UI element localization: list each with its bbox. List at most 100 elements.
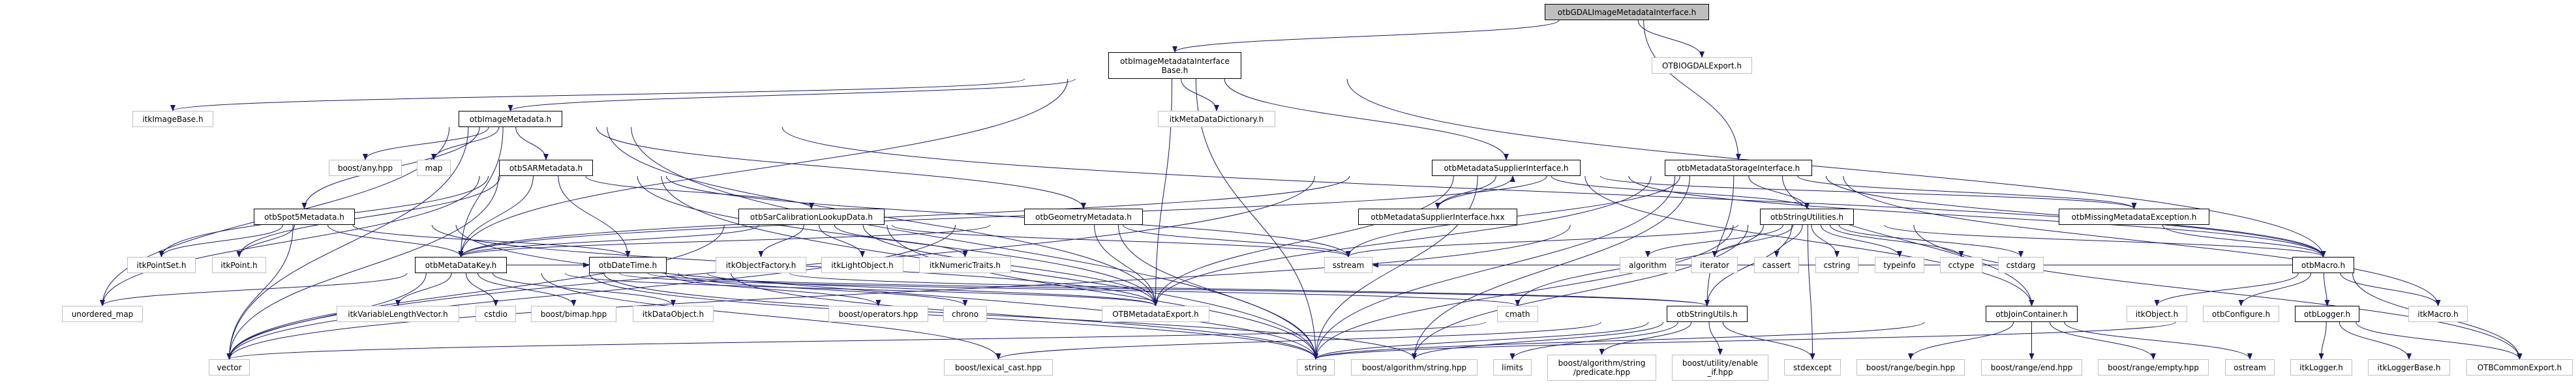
external-header-node: boost/range/end.hpp xyxy=(1981,359,2082,376)
file-node-link[interactable]: otbImageMetadata.h xyxy=(459,111,562,127)
include-edge xyxy=(585,175,814,209)
include-edge xyxy=(1820,224,1902,258)
file-node-label: otbMetaDataKey.h xyxy=(425,260,497,270)
file-node-label: boost/range/end.hpp xyxy=(1990,362,2073,372)
file-node-label: OTBIOGDALExport.h xyxy=(1662,61,1742,70)
file-node-link[interactable]: otbSpot5Metadata.h xyxy=(254,209,355,225)
file-node-link[interactable]: otbMissingMetadataException.h xyxy=(2059,209,2209,225)
file-node-label: otbStringUtilities.h xyxy=(1770,212,1844,222)
include-edge xyxy=(352,224,631,258)
include-edge xyxy=(1094,224,1159,306)
external-header-node: boost/operators.hpp xyxy=(828,306,928,322)
include-edge xyxy=(1748,175,1810,209)
file-node-link[interactable]: otbStringUtils.h xyxy=(1667,306,1748,322)
include-edge xyxy=(706,273,1159,306)
file-node-label: boost/range/empty.hpp xyxy=(2108,362,2199,372)
file-node-label: itkVariableLengthVector.h xyxy=(348,309,448,319)
include-edge xyxy=(596,126,1086,209)
file-node-link[interactable]: otbImageMetadataInterface Base.h xyxy=(1108,52,1241,79)
include-edge xyxy=(458,175,1547,258)
external-header-node: itkLogger.h xyxy=(2290,359,2352,376)
include-edge xyxy=(781,126,2326,258)
external-header-node: ostream xyxy=(2225,359,2275,376)
file-node-label: boost/algorithm/string.hpp xyxy=(1361,362,1467,372)
file-node-link[interactable]: otbMetadataSupplierInterface.h xyxy=(1432,160,1581,176)
include-edge xyxy=(1551,175,1810,209)
include-edge xyxy=(665,273,881,306)
include-edge xyxy=(363,126,489,160)
include-edge xyxy=(834,224,968,258)
include-edge xyxy=(558,175,631,258)
include-edge xyxy=(1153,175,1652,306)
include-edge xyxy=(1628,175,2326,258)
file-node-link[interactable]: otbLogger.h xyxy=(2295,306,2359,322)
file-node-link[interactable]: otbSarCalibrationLookupData.h xyxy=(738,209,885,225)
external-header-node: chrono xyxy=(943,306,987,322)
include-edge xyxy=(2049,321,2156,360)
file-node-link[interactable]: otbDateTime.h xyxy=(589,257,667,273)
include-edge xyxy=(477,273,577,306)
external-header-node: itkObjectFactory.h xyxy=(716,257,806,273)
file-node-link[interactable]: otbMetadataSupplierInterface.hxx xyxy=(1358,209,1517,225)
external-header-node: itkMetaDataDictionary.h xyxy=(1158,111,1275,127)
include-edge xyxy=(2318,321,2327,360)
file-node-label: algorithm xyxy=(1629,260,1667,270)
external-header-node: boost/range/begin.hpp xyxy=(1856,359,1965,376)
include-edge xyxy=(236,224,295,258)
file-node-label: otbSarCalibrationLookupData.h xyxy=(750,212,873,222)
external-header-node: typeinfo xyxy=(1875,257,1924,273)
file-node-link[interactable]: otbGeometryMetadata.h xyxy=(1024,209,1143,225)
include-edge xyxy=(458,224,759,258)
include-edge xyxy=(2356,321,2523,360)
external-header-node: itkNumericTraits.h xyxy=(919,257,1011,273)
include-edge xyxy=(170,78,1025,111)
include-edge xyxy=(1774,224,1803,258)
include-edge xyxy=(541,273,1001,360)
include-edge xyxy=(1829,224,1964,258)
include-edge xyxy=(1346,224,1739,258)
include-edge xyxy=(227,321,1486,360)
include-edge xyxy=(2339,321,2412,360)
include-edge xyxy=(1811,224,1840,258)
include-edge xyxy=(1313,321,1925,360)
file-node-label: otbJoinContainer.h xyxy=(1995,309,2068,319)
include-edge xyxy=(1195,78,1318,360)
include-edge xyxy=(1123,224,1351,258)
include-edge xyxy=(1224,78,1509,160)
include-edge xyxy=(1797,175,2137,209)
file-node-link[interactable]: otbJoinContainer.h xyxy=(1986,306,2078,322)
include-edge xyxy=(1412,224,1749,360)
file-node-link[interactable]: otbMetadataStorageInterface.h xyxy=(1665,160,1812,176)
include-edge xyxy=(2064,321,2252,360)
file-node-link[interactable]: otbMetaDataKey.h xyxy=(415,257,507,273)
include-edge xyxy=(100,175,480,306)
include-edge xyxy=(1637,20,1705,58)
file-node-link[interactable]: otbMacro.h xyxy=(2292,257,2354,273)
file-node-link[interactable]: otbStringUtilities.h xyxy=(1760,209,1854,225)
file-node-label: otbDateTime.h xyxy=(598,260,658,270)
file-node-label: otbMetadataStorageInterface.h xyxy=(1676,163,1800,173)
include-edge xyxy=(1705,175,1735,306)
file-node-label: otbStringUtils.h xyxy=(1676,309,1738,319)
include-edge xyxy=(1599,321,1692,355)
include-edge xyxy=(1346,78,2326,258)
file-node-label: otbSpot5Metadata.h xyxy=(264,212,344,222)
file-node-label: boost/utility/enable _if.hpp xyxy=(1682,359,1759,377)
file-node-label: itkDataObject.h xyxy=(642,309,705,319)
include-edge xyxy=(226,224,294,360)
include-edge xyxy=(1712,224,1794,258)
external-header-node: OTBIOGDALExport.h xyxy=(1652,57,1752,74)
external-header-node: otbConfigure.h xyxy=(2203,306,2279,322)
include-edge xyxy=(1313,321,2176,360)
external-header-node: itkImageBase.h xyxy=(132,111,213,127)
include-edge xyxy=(1584,175,2035,306)
include-edge xyxy=(458,175,534,258)
include-edge xyxy=(508,78,1076,111)
file-node-link[interactable]: otbSARMetadata.h xyxy=(499,160,593,176)
file-node-label: otbGeometryMetadata.h xyxy=(1035,212,1132,222)
include-edge xyxy=(466,273,498,306)
include-edge xyxy=(2154,273,2299,306)
file-node-label: itkObject.h xyxy=(2135,309,2179,319)
